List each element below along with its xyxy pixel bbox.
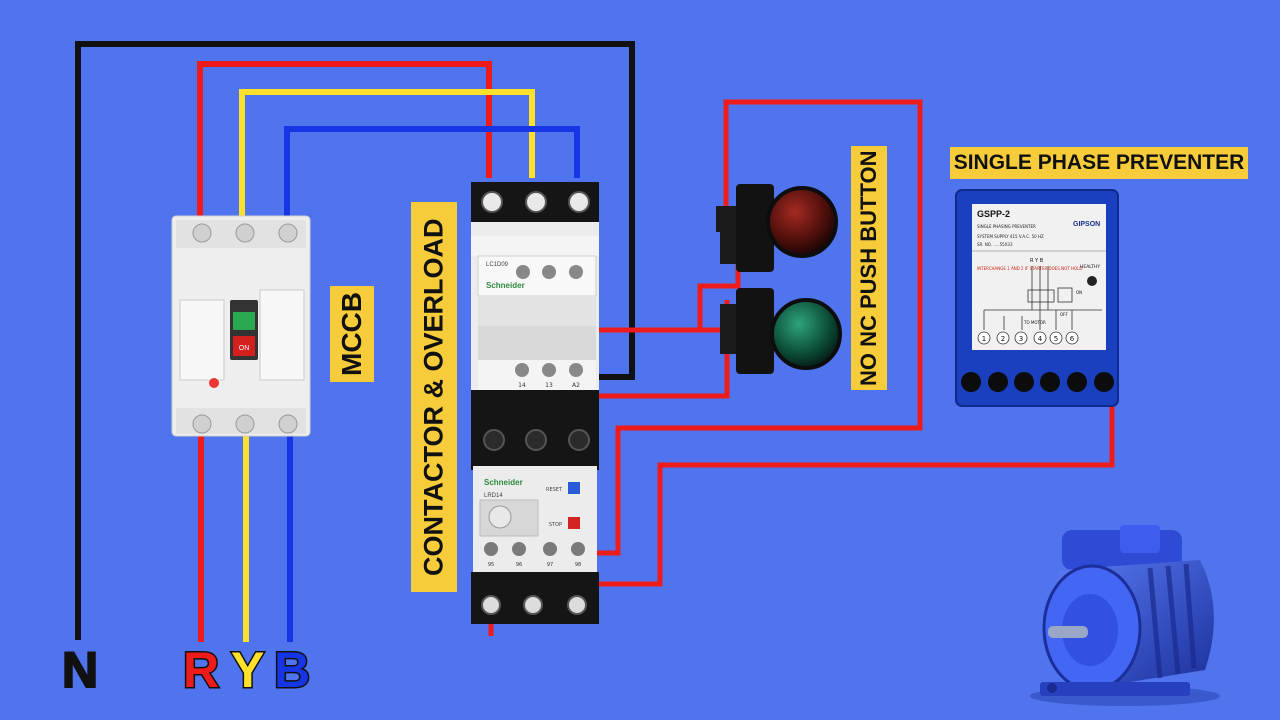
motor-icon <box>1030 525 1220 706</box>
green-push-button-icon[interactable] <box>720 288 842 374</box>
spp-terminal-1: 1 <box>982 335 986 343</box>
overload-terminal-96: 96 <box>516 562 522 568</box>
spp-healthy: HEALTHY <box>1080 264 1100 270</box>
overload-relay: Schneider LRD14 RESET STOP 95 96 97 98 <box>471 466 599 624</box>
single-phase-preventer: GSPP-2 GIPSON SINGLE PHASING PREVENTER S… <box>955 189 1119 407</box>
spp-subtitle: SINGLE PHASING PREVENTER <box>977 224 1036 229</box>
neutral-letter: N <box>61 641 99 699</box>
overload-brand: Schneider <box>484 478 523 487</box>
contactor-terminal-14: 14 <box>518 382 526 389</box>
control-wire-spp <box>547 380 1115 587</box>
spp-terminal-3: 3 <box>1019 335 1023 343</box>
spp-brand: GIPSON <box>1073 221 1100 228</box>
spp-terminal-6: 6 <box>1070 335 1075 343</box>
spp-rtb: R Y B <box>1030 258 1044 264</box>
overload-terminal-98: 98 <box>575 562 581 568</box>
spp-label: SINGLE PHASE PREVENTER <box>950 147 1248 179</box>
contactor: Schneider LC1D09 14 13 A2 <box>471 182 599 470</box>
yellow-phase-wire-in <box>239 89 535 232</box>
spp-terminal-2: 2 <box>1001 335 1005 343</box>
spp-off: OFF <box>1060 312 1068 317</box>
mccb-label: MCCB <box>330 286 374 382</box>
red-phase-letter: R <box>181 641 220 700</box>
spp-terminal-4: 4 <box>1038 335 1043 343</box>
yellow-phase-letter: Y <box>229 641 265 700</box>
mccb-breaker: ON <box>171 215 311 437</box>
contactor-terminal-a2: A2 <box>572 382 580 389</box>
spp-serial: SR. NO. .....55X33 <box>977 242 1013 247</box>
contactor-brand: Schneider <box>486 281 525 290</box>
spp-terminal-5: 5 <box>1054 335 1058 343</box>
spp-to-motor: TO MOTOR <box>1023 320 1046 325</box>
push-button-label: NO NC PUSH BUTTON <box>851 146 887 390</box>
spp-note: INTERCHANGE 1 AND 2 IF STARTER DOES NOT … <box>977 266 1082 271</box>
overload-model: LRD14 <box>484 493 503 499</box>
blue-phase-wire-in <box>284 126 580 232</box>
contactor-overload-label: CONTACTOR & OVERLOAD <box>411 202 457 592</box>
overload-terminal-95: 95 <box>488 562 494 568</box>
contactor-terminal-13: 13 <box>545 382 553 389</box>
neutral-wire <box>75 41 635 640</box>
overload-terminal-97: 97 <box>547 562 553 568</box>
spp-model: GSPP-2 <box>977 209 1010 219</box>
blue-phase-letter: B <box>272 641 311 700</box>
spp-on: ON <box>1076 290 1082 295</box>
spp-supply: SYSTEM SUPPLY 415 V.A.C. 50 HZ <box>977 234 1044 239</box>
contactor-model: LC1D09 <box>486 262 509 268</box>
control-wire-supply-top <box>578 99 923 556</box>
mccb-on-text: ON <box>239 345 250 352</box>
overload-reset-label: RESET <box>546 487 563 493</box>
red-push-button-icon[interactable] <box>716 184 838 272</box>
red-phase-wire-in <box>197 61 492 232</box>
overload-stop-label: STOP <box>549 522 562 528</box>
